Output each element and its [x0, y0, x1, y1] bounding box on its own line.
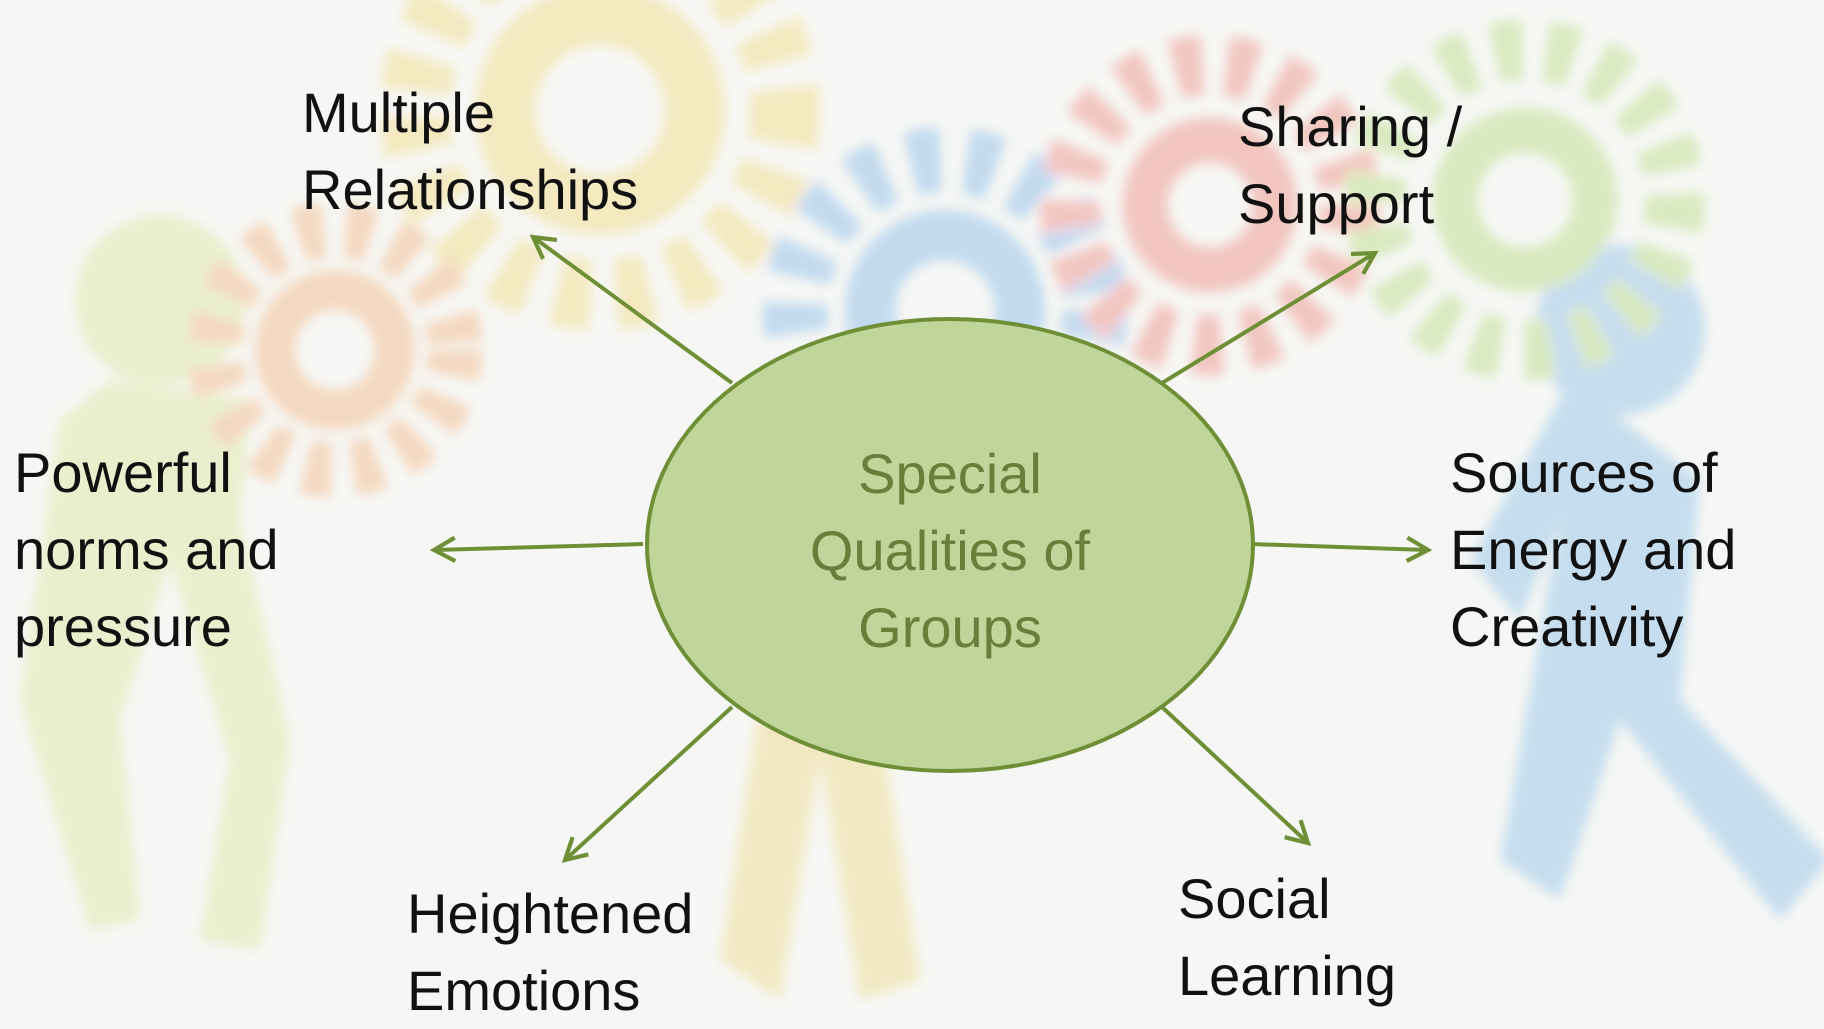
gear-icon [1345, 20, 1705, 380]
gear-icon [1040, 35, 1380, 375]
gear-icon [380, 0, 820, 330]
arrow-left [429, 535, 644, 563]
center-hub-ellipse [645, 317, 1255, 773]
stick-figure-icon [20, 215, 290, 950]
quality-multiple-relationships: Multiple Relationships [302, 81, 639, 221]
arrow-top-right [1160, 250, 1379, 385]
arrow-bottom-right [1160, 705, 1312, 846]
stick-figure-icon [720, 700, 920, 1000]
quality-heightened-emotions: Heightened Emotions [407, 882, 694, 1022]
gear-icon [187, 202, 483, 498]
arrow-top-left [529, 234, 734, 385]
quality-social-learning: Social Learning [1178, 867, 1396, 1007]
center-hub-label: Special Qualities of Groups [809, 442, 1091, 659]
quality-powerful-norms: Powerful norms and pressure [14, 441, 279, 658]
quality-energy-creativity: Sources of Energy and Creativity [1450, 441, 1737, 658]
stick-figure-icon [1470, 245, 1824, 920]
arrow-right [1249, 535, 1433, 563]
quality-sharing-support: Sharing / Support [1238, 95, 1463, 235]
arrow-bottom-left [561, 705, 734, 863]
